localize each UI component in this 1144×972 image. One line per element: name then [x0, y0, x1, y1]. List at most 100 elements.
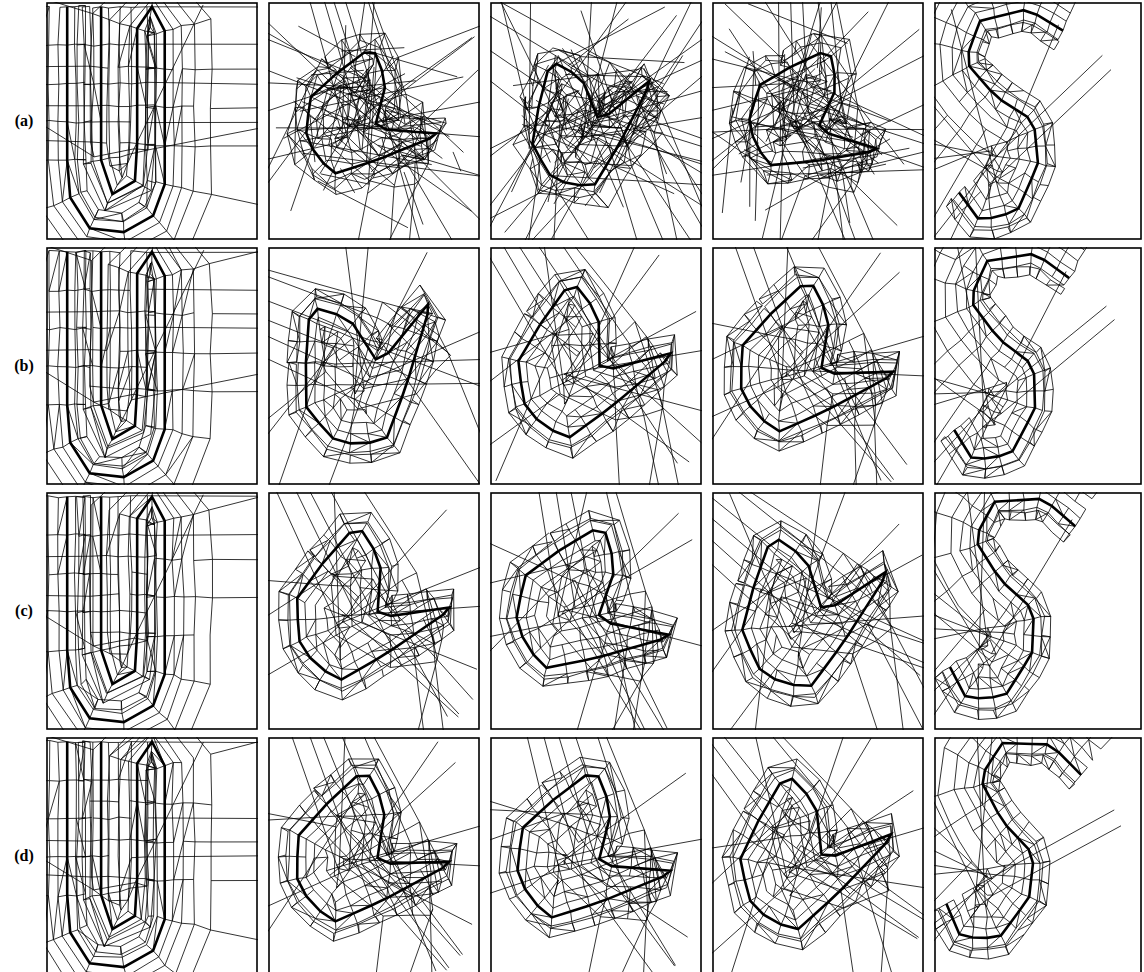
- mesh-edge: [602, 62, 610, 83]
- mesh-edge: [173, 70, 174, 108]
- mesh-edge: [767, 169, 924, 175]
- mesh-edge: [173, 106, 182, 107]
- mesh-edge: [991, 146, 996, 157]
- mesh-edge: [968, 7, 994, 9]
- mesh-edge: [146, 104, 155, 105]
- mesh-edge: [967, 86, 974, 92]
- mesh-edge: [766, 56, 771, 64]
- mesh-edge: [297, 78, 423, 117]
- mesh-edge: [295, 165, 315, 181]
- mesh-edge: [608, 114, 610, 128]
- mesh-edge: [808, 177, 829, 179]
- mesh-edge: [91, 121, 93, 164]
- mesh-edge: [991, 37, 998, 38]
- mesh-edge: [947, 115, 960, 128]
- mesh-edge: [632, 64, 644, 82]
- mesh-edge: [953, 70, 963, 75]
- mesh-edge: [91, 84, 94, 122]
- mesh-edge: [145, 105, 146, 144]
- mesh-edge: [982, 39, 990, 44]
- mesh-edge: [615, 91, 668, 92]
- mesh-edge: [360, 33, 385, 34]
- mesh-edge: [991, 146, 992, 151]
- mesh-edge: [736, 120, 745, 137]
- mesh-edge: [182, 69, 195, 70]
- mesh-edge: [90, 6, 92, 46]
- mesh-edge: [422, 118, 446, 119]
- mesh-edge: [600, 2, 695, 193]
- mesh-edge: [990, 205, 1004, 208]
- mesh-edge: [1009, 109, 1014, 118]
- mesh-edge: [962, 70, 967, 92]
- mesh-edge: [181, 146, 182, 188]
- mesh-edge: [985, 44, 989, 57]
- mesh-edge: [991, 117, 1007, 127]
- mesh-edge: [193, 191, 211, 194]
- mesh-edge: [807, 142, 824, 154]
- mesh-edge: [1019, 159, 1030, 161]
- mesh-edge: [268, 37, 365, 78]
- mesh-edge: [148, 31, 149, 67]
- mesh-edge: [551, 141, 607, 240]
- mesh-edge: [110, 158, 118, 185]
- mesh-edge: [396, 89, 463, 152]
- mesh-edge: [336, 188, 362, 194]
- mesh-edge: [74, 44, 76, 83]
- mesh-edge: [525, 108, 527, 125]
- mesh-edge: [860, 104, 924, 135]
- mesh-panel: [490, 2, 702, 240]
- mesh-edge: [86, 160, 87, 191]
- mesh-edge: [1046, 33, 1059, 42]
- mesh-edge: [820, 43, 821, 53]
- mesh-edge: [370, 89, 371, 90]
- mesh-edge: [145, 183, 156, 207]
- mesh-edge: [1047, 32, 1058, 40]
- mesh-edge: [120, 83, 132, 84]
- mesh-edge: [145, 31, 156, 68]
- mesh-edge: [943, 81, 959, 102]
- mesh-edge: [337, 136, 346, 148]
- mesh-edge: [1023, 22, 1032, 24]
- mesh-edge: [77, 45, 78, 84]
- mesh-edge: [803, 125, 924, 173]
- mesh-edge: [87, 228, 90, 236]
- mesh-edge: [539, 190, 556, 194]
- mesh-edge: [565, 163, 568, 175]
- mesh-edge: [318, 181, 408, 228]
- mesh-edge: [126, 143, 128, 176]
- mesh-edge: [851, 186, 854, 193]
- mesh-edge: [1066, 13, 1070, 21]
- mesh-edge: [83, 84, 85, 122]
- mesh-edge: [155, 106, 156, 146]
- mesh-edge: [1022, 22, 1023, 31]
- mesh-edge: [107, 68, 108, 105]
- mesh-edge: [1011, 20, 1024, 24]
- mesh-edge: [193, 147, 195, 191]
- mesh-edge: [119, 7, 120, 45]
- mesh-edge: [122, 213, 124, 221]
- mesh-edge: [374, 39, 375, 53]
- mesh-edge: [435, 126, 441, 150]
- mesh-edge: [128, 66, 129, 106]
- mesh-edge: [997, 178, 999, 183]
- mesh-edge: [997, 24, 1011, 28]
- mesh-edge: [148, 17, 150, 31]
- mesh-edge: [145, 16, 150, 31]
- mesh-edge: [1006, 158, 1011, 164]
- mesh-edge: [310, 116, 315, 162]
- mesh-edge: [1009, 14, 1011, 25]
- mesh-edge: [943, 75, 953, 81]
- mesh-edge: [385, 130, 386, 139]
- mesh-edge: [155, 2, 211, 19]
- mesh-edge: [331, 160, 353, 164]
- mesh-edge: [952, 47, 954, 74]
- panel-frame: [269, 3, 479, 239]
- mesh-edge: [988, 31, 992, 37]
- mesh-edge: [90, 66, 108, 68]
- mesh-edge: [1014, 99, 1017, 109]
- mesh-edge: [585, 135, 638, 205]
- mesh-edge: [366, 67, 374, 162]
- mesh-edge: [1027, 110, 1034, 117]
- boundary-curve: [306, 52, 436, 173]
- mesh-edge: [1034, 110, 1043, 126]
